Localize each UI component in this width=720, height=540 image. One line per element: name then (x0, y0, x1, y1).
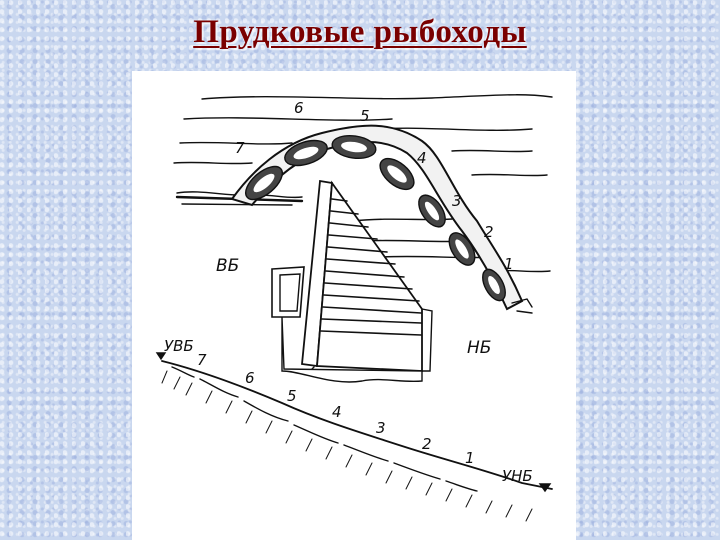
top-pool-number-7: 7 (235, 139, 245, 157)
downstream-label: НБ (467, 338, 491, 358)
profile-number-5: 5 (287, 387, 297, 405)
ground-hatching (511, 298, 533, 314)
top-pool-number-4: 4 (417, 149, 427, 167)
slide-title: Прудковые рыбоходы (193, 14, 527, 50)
pool-chain (230, 124, 524, 311)
profile-section (155, 352, 553, 522)
fish-pass-diagram: 1 2 3 4 5 6 7 ВБ НБ УВБ 7 6 5 4 3 2 1 УН… (155, 94, 553, 522)
upstream-label: ВБ (216, 256, 239, 276)
profile-number-4: 4 (332, 403, 342, 421)
profile-number-2: 2 (422, 435, 432, 453)
downstream-level-label: УНБ (502, 467, 533, 485)
profile-number-3: 3 (376, 419, 386, 437)
dam-structure (271, 179, 433, 383)
upstream-level-label: УВБ (164, 337, 194, 355)
top-pool-number-2: 2 (484, 223, 494, 241)
profile-number-6: 6 (245, 369, 255, 387)
profile-number-7: 7 (197, 351, 207, 369)
top-pool-number-3: 3 (452, 192, 462, 210)
profile-number-1: 1 (465, 449, 475, 467)
top-pool-number-5: 5 (360, 107, 370, 125)
top-pool-number-1: 1 (504, 255, 514, 273)
top-pool-number-6: 6 (294, 99, 304, 117)
diagram-panel: 1 2 3 4 5 6 7 ВБ НБ УВБ 7 6 5 4 3 2 1 УН… (132, 71, 576, 540)
